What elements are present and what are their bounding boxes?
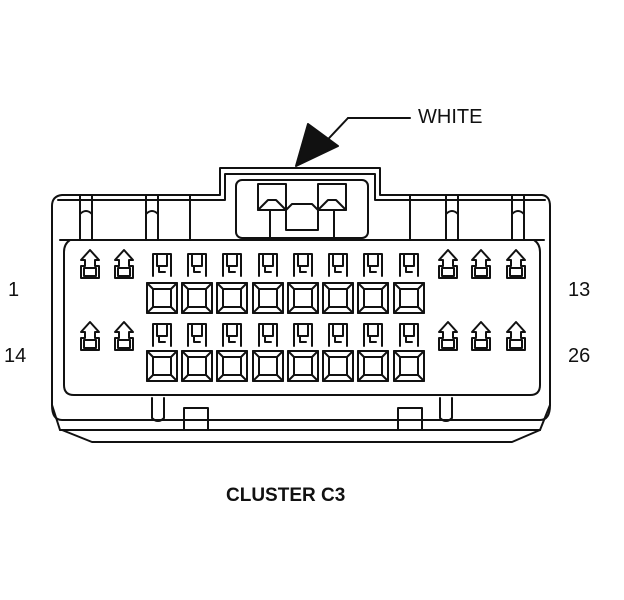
cavity-square-r2-1	[146, 350, 178, 382]
cavity-square-r2-2-bevel	[181, 350, 213, 382]
cavity-square-r1-7-bevel	[357, 282, 389, 314]
pin-label-26: 26	[568, 345, 591, 367]
cavity-tab-r1-1	[152, 253, 172, 277]
pin-label-14: 14	[4, 345, 27, 367]
cavity-tab-r1-3	[222, 253, 242, 277]
cavity-square-r1-7-inner	[363, 288, 383, 308]
housing-latch	[235, 179, 369, 239]
cavity-square-r2-4	[252, 350, 284, 382]
cavity-r1-right-2-inner	[474, 267, 488, 277]
cavity-square-r1-8-bevel	[393, 282, 425, 314]
cavity-square-r1-1-bevel	[146, 282, 178, 314]
cavity-square-r2-3	[216, 350, 248, 382]
cavity-square-r1-7	[357, 282, 389, 314]
color-label: WHITE	[418, 106, 483, 128]
cavity-r2-right-2-inner	[474, 339, 488, 349]
cavity-square-r1-4-inner	[258, 288, 278, 308]
cavity-r1-left-1	[80, 249, 100, 279]
cavity-square-r1-3	[216, 282, 248, 314]
cavity-tab-r2-8	[399, 323, 419, 347]
cavity-square-r2-3-inner	[222, 356, 242, 376]
connector-title: CLUSTER C3	[226, 485, 346, 506]
cavity-square-r2-7	[357, 350, 389, 382]
cavity-tab-r2-6	[328, 323, 348, 347]
cavity-square-r2-8-inner	[399, 356, 419, 376]
cavity-square-r1-2	[181, 282, 213, 314]
cavity-tab-r2-2	[187, 323, 207, 347]
cavity-square-r1-5-bevel	[287, 282, 319, 314]
cavity-tab-r2-3	[222, 323, 242, 347]
pin-cavities	[80, 249, 526, 382]
cavity-r2-right-3-inner	[509, 339, 523, 349]
cavity-r2-right-3	[506, 321, 526, 351]
cavity-tab-r1-6	[328, 253, 348, 277]
cavity-tab-r2-7	[363, 323, 383, 347]
cavity-r2-right-2	[471, 321, 491, 351]
cavity-square-r1-3-bevel	[216, 282, 248, 314]
cavity-r1-right-1-inner	[441, 267, 455, 277]
cavity-square-r1-5	[287, 282, 319, 314]
cavity-square-r2-1-inner	[152, 356, 172, 376]
cavity-square-r2-8-bevel	[393, 350, 425, 382]
cavity-tab-r2-1	[152, 323, 172, 347]
cavity-tab-r1-5	[293, 253, 313, 277]
connector-housing	[51, 167, 551, 443]
cavity-square-r2-5	[287, 350, 319, 382]
cavity-square-r2-2	[181, 350, 213, 382]
cavity-r1-left-1-inner	[83, 267, 97, 277]
cavity-square-r2-4-bevel	[252, 350, 284, 382]
color-callout-arrow	[295, 117, 411, 167]
cavity-square-r2-1-bevel	[146, 350, 178, 382]
cavity-square-r2-2-inner	[187, 356, 207, 376]
housing-bottom-tabs	[151, 397, 453, 431]
cavity-square-r2-4-inner	[258, 356, 278, 376]
pin-label-1: 1	[8, 279, 20, 301]
cavity-square-r1-1	[146, 282, 178, 314]
cavity-tab-r1-2	[187, 253, 207, 277]
cavity-square-r1-8-inner	[399, 288, 419, 308]
cavity-r1-right-3-inner	[509, 267, 523, 277]
cavity-square-r2-7-bevel	[357, 350, 389, 382]
cavity-tab-r2-4	[258, 323, 278, 347]
cavity-r2-right-1-inner	[441, 339, 455, 349]
cavity-square-r1-6	[322, 282, 354, 314]
cavity-r2-left-2	[114, 321, 134, 351]
cavity-square-r1-3-inner	[222, 288, 242, 308]
cavity-square-r2-5-bevel	[287, 350, 319, 382]
cavity-square-r2-3-bevel	[216, 350, 248, 382]
cavity-tab-r1-7	[363, 253, 383, 277]
cavity-r1-left-2	[114, 249, 134, 279]
cavity-square-r1-5-inner	[293, 288, 313, 308]
cavity-r1-right-1	[438, 249, 458, 279]
cavity-r2-left-1-inner	[83, 339, 97, 349]
cavity-tab-r2-5	[293, 323, 313, 347]
cavity-square-r2-5-inner	[293, 356, 313, 376]
cavity-square-r1-1-inner	[152, 288, 172, 308]
cavity-tab-r1-8	[399, 253, 419, 277]
cavity-r2-left-2-inner	[117, 339, 131, 349]
cavity-square-r1-2-bevel	[181, 282, 213, 314]
cavity-square-r1-4-bevel	[252, 282, 284, 314]
cavity-r1-left-2-inner	[117, 267, 131, 277]
cavity-square-r2-6-bevel	[322, 350, 354, 382]
cavity-square-r2-6-inner	[328, 356, 348, 376]
cavity-tab-r1-4	[258, 253, 278, 277]
cavity-square-r2-6	[322, 350, 354, 382]
pin-label-13: 13	[568, 279, 591, 301]
cavity-square-r1-4	[252, 282, 284, 314]
cavity-square-r1-6-inner	[328, 288, 348, 308]
cavity-square-r1-2-inner	[187, 288, 207, 308]
cavity-r2-right-1	[438, 321, 458, 351]
cavity-square-r1-8	[393, 282, 425, 314]
cavity-square-r1-6-bevel	[322, 282, 354, 314]
housing-ribs	[79, 195, 525, 241]
cavity-r1-right-3	[506, 249, 526, 279]
cavity-r1-right-2	[471, 249, 491, 279]
cavity-square-r2-8	[393, 350, 425, 382]
cavity-r2-left-1	[80, 321, 100, 351]
cavity-square-r2-7-inner	[363, 356, 383, 376]
